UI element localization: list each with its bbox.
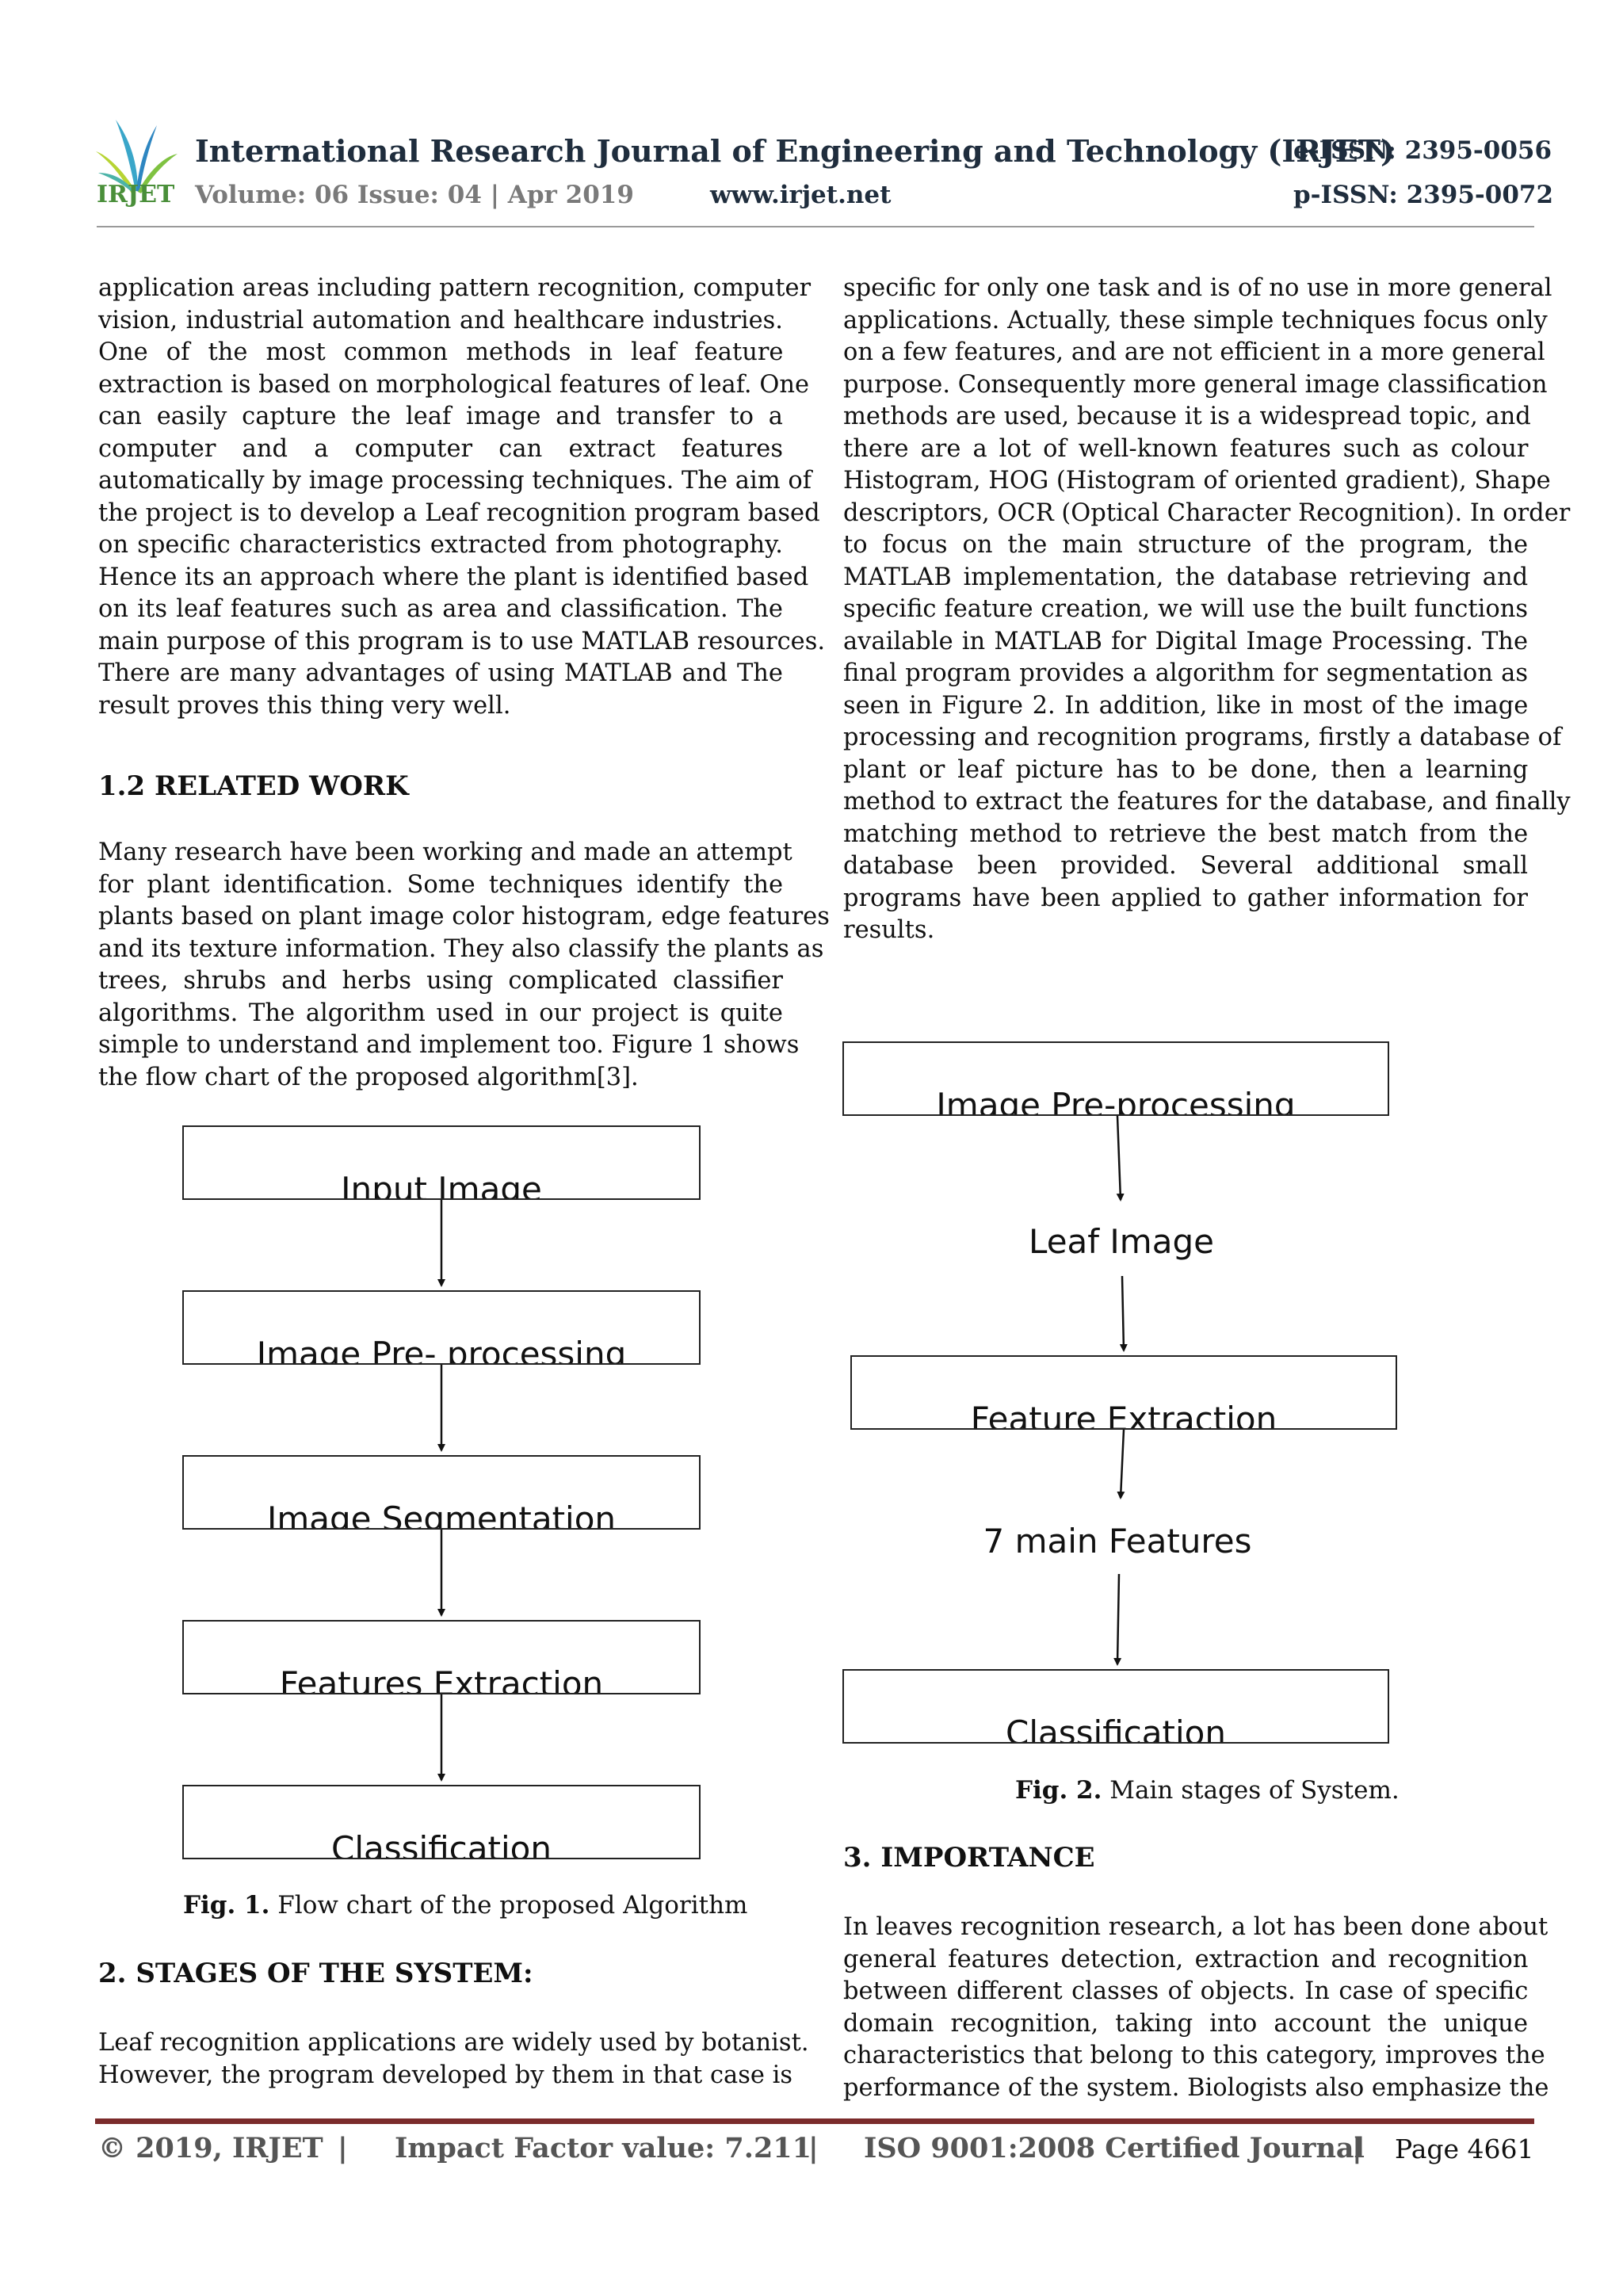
fig2-arrow-1: [1116, 1115, 1125, 1201]
eissn: e-ISSN: 2395-0056: [1293, 136, 1552, 165]
text-line: there are a lot of well-known features s…: [843, 434, 1529, 463]
volume-info: Volume: 06 Issue: 04 | Apr 2019: [195, 181, 634, 209]
heading-importance: 3. IMPORTANCE: [843, 1842, 1095, 1874]
text-line: between different classes of objects. In…: [843, 1977, 1529, 2005]
text-line: Leaf recognition applications are widely…: [98, 2029, 809, 2057]
text-line: specific feature creation, we will use t…: [843, 595, 1528, 623]
text-line: MATLAB implementation, the database retr…: [843, 563, 1529, 591]
text-line: result proves this thing very well.: [98, 691, 511, 720]
text-line: applications. Actually, these simple tec…: [843, 306, 1548, 334]
text-line: final program provides a algorithm for s…: [843, 659, 1528, 687]
text-line: descriptors, OCR (Optical Character Reco…: [843, 499, 1571, 527]
fig2-box-preprocessing: Image Pre-processing: [842, 1041, 1389, 1116]
text-line: specific for only one task and is of no …: [843, 274, 1552, 302]
fig1-box-classification: Classification: [182, 1785, 701, 1859]
text-line: plant or leaf picture has to be done, th…: [843, 755, 1529, 784]
footer-copyright: © 2019, IRJET: [98, 2132, 323, 2164]
text-line: the project is to develop a Leaf recogni…: [98, 499, 820, 527]
fig2-box-feature-extraction: Feature Extraction: [850, 1355, 1397, 1430]
text-line: application areas including pattern reco…: [98, 274, 812, 302]
fig1-box-preprocessing: Image Pre- processing: [182, 1290, 701, 1365]
text-line: general features detection, extraction a…: [843, 1945, 1529, 1973]
fig1-box-features-extraction: Features Extraction: [182, 1620, 701, 1694]
logo-text: IRJET: [97, 181, 175, 208]
left-paragraph-2: Many research have been working and made…: [98, 837, 830, 1094]
text-line: programs have been applied to gather inf…: [843, 884, 1528, 912]
text-line: characteristics that belong to this cate…: [843, 2042, 1545, 2069]
text-line: performance of the system. Biologists al…: [843, 2073, 1549, 2102]
irjet-logo-icon: [96, 120, 178, 193]
text-line: Histogram, HOG (Histogram of oriented gr…: [843, 467, 1551, 495]
footer-separator: |: [1352, 2132, 1362, 2164]
text-line: methods are used, because it is a widesp…: [843, 403, 1531, 430]
text-line: the flow chart of the proposed algorithm…: [98, 1063, 639, 1091]
fig1-box-segmentation: Image Segmentation: [182, 1455, 701, 1530]
text-line: and its texture information. They also c…: [98, 934, 824, 963]
left-paragraph-3: Leaf recognition applications are widely…: [98, 2027, 809, 2092]
text-line: simple to understand and implement too. …: [98, 1031, 800, 1059]
footer-iso: ISO 9001:2008 Certified Journal: [864, 2132, 1365, 2164]
text-line: to focus on the main structure of the pr…: [843, 531, 1529, 559]
text-line: vision, industrial automation and health…: [98, 306, 783, 334]
text-line: on specific characteristics extracted fr…: [98, 531, 783, 559]
header-divider: [97, 226, 1534, 227]
heading-related-work: 1.2 RELATED WORK: [98, 770, 409, 802]
right-paragraph-2: In leaves recognition research, a lot ha…: [843, 1912, 1549, 2104]
fig1-box-input-image: Input Image: [182, 1125, 701, 1200]
fig2-caption: Fig. 2. Main stages of System.: [1015, 1776, 1400, 1805]
text-line: on its leaf features such as area and cl…: [98, 595, 783, 623]
footer-divider: [95, 2118, 1534, 2124]
text-line: plants based on plant image color histog…: [98, 903, 830, 930]
text-line: trees, shrubs and herbs using complicate…: [98, 967, 783, 995]
text-line: on a few features, and are not efficient…: [843, 338, 1545, 366]
text-line: results.: [843, 916, 935, 944]
text-line: processing and recognition programs, fir…: [843, 724, 1562, 751]
fig2-arrow-2: [1119, 1275, 1128, 1352]
text-line: However, the program developed by them i…: [98, 2061, 793, 2089]
left-paragraph-1: application areas including pattern reco…: [98, 273, 826, 722]
footer-impact-factor: Impact Factor value: 7.211: [395, 2132, 812, 2164]
text-line: database been provided. Several addition…: [843, 852, 1528, 880]
fig2-text-leaf-image: Leaf Image: [1029, 1222, 1214, 1261]
text-line: available in MATLAB for Digital Image Pr…: [843, 627, 1528, 655]
fig2-box-classification: Classification: [842, 1669, 1389, 1744]
right-paragraph-1: specific for only one task and is of no …: [843, 273, 1571, 947]
fig2-arrow-4: [1113, 1573, 1122, 1666]
text-line: for plant identification. Some technique…: [98, 870, 784, 899]
text-line: seen in Figure 2. In addition, like in m…: [843, 691, 1529, 720]
text-line: computer and a computer can extract feat…: [98, 434, 783, 463]
text-line: main purpose of this program is to use M…: [98, 627, 826, 655]
text-line: Many research have been working and made…: [98, 839, 792, 866]
heading-stages: 2. STAGES OF THE SYSTEM:: [98, 1958, 533, 1989]
footer-separator: |: [338, 2132, 348, 2164]
text-line: extraction is based on morphological fea…: [98, 370, 810, 399]
text-line: purpose. Consequently more general image…: [843, 370, 1548, 399]
text-line: domain recognition, taking into account …: [843, 2009, 1528, 2038]
journal-url[interactable]: www.irjet.net: [710, 181, 892, 209]
text-line: matching method to retrieve the best mat…: [843, 819, 1529, 848]
text-line: can easily capture the leaf image and tr…: [98, 403, 783, 430]
journal-title: International Research Journal of Engine…: [195, 133, 1395, 169]
footer-separator: |: [808, 2132, 819, 2164]
footer-page-number: Page 4661: [1395, 2134, 1534, 2164]
text-line: There are many advantages of using MATLA…: [98, 659, 783, 687]
text-line: method to extract the features for the d…: [843, 788, 1571, 816]
text-line: automatically by image processing techni…: [98, 467, 812, 495]
text-line: Hence its an approach where the plant is…: [98, 563, 809, 591]
fig1-caption: Fig. 1. Flow chart of the proposed Algor…: [183, 1891, 748, 1920]
fig2-arrow-3: [1117, 1429, 1125, 1499]
pissn: p-ISSN: 2395-0072: [1293, 181, 1554, 209]
fig2-text-7-main-features: 7 main Features: [983, 1522, 1252, 1561]
text-line: algorithms. The algorithm used in our pr…: [98, 999, 783, 1027]
text-line: One of the most common methods in leaf f…: [98, 338, 784, 366]
text-line: In leaves recognition research, a lot ha…: [843, 1913, 1549, 1941]
